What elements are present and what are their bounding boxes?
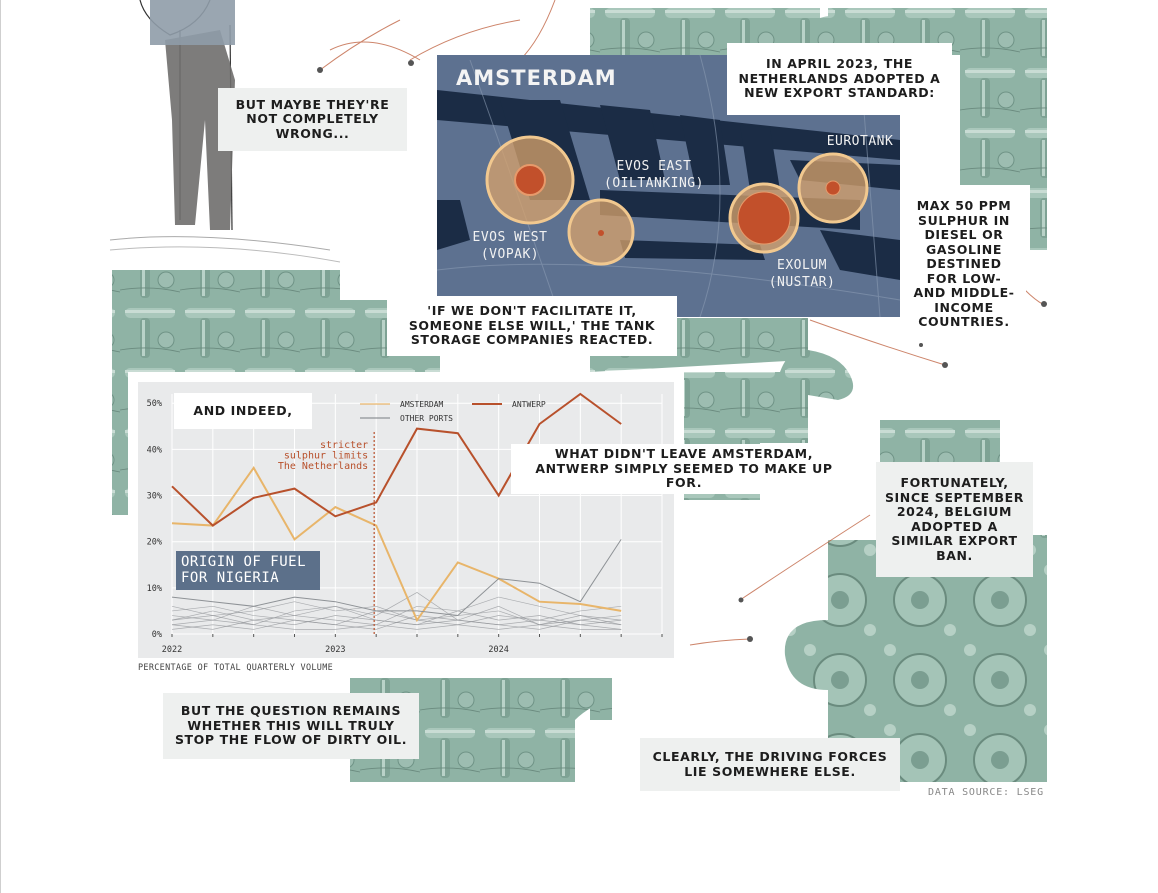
other-port-line	[171, 605, 622, 626]
map-label-eurotank: EUROTANK	[826, 134, 894, 149]
legend-label: OTHER PORTS	[400, 414, 453, 423]
chart-axis-caption: PERCENTAGE OF TOTAL QUARTERLY VOLUME	[138, 663, 334, 673]
series-line-amsterdam	[171, 465, 622, 623]
caption-facilitate: 'If we don't facilitate it, someone else…	[387, 296, 677, 356]
caption-max-sulphur: Max 50 ppm sulphur in diesel or gasoline…	[902, 187, 1026, 342]
legend-label: AMSTERDAM	[400, 400, 444, 409]
y-tick-label: 40%	[147, 445, 162, 455]
page-left-rule	[0, 0, 1, 893]
series-line-antwerp	[171, 392, 622, 527]
legend-label: ANTWERP	[512, 400, 546, 409]
caption-question: But the question remains whether this wi…	[163, 693, 419, 759]
caption-april: In April 2023, the Netherlands adopted a…	[727, 43, 952, 115]
map-title: AMSTERDAM	[456, 66, 617, 90]
map-label-exolum: EXOLUM (NUSTAR)	[768, 258, 836, 290]
other-port-line	[171, 596, 622, 626]
caption-indeed: And indeed,	[174, 393, 312, 429]
x-tick-label: 2022	[162, 645, 182, 655]
other-port-line	[171, 592, 622, 626]
chart-origin-box: ORIGIN OF FUEL FOR NIGERIA	[176, 551, 320, 590]
y-tick-label: 0%	[152, 630, 162, 640]
caption-clearly: Clearly, the driving forces lie somewher…	[640, 738, 900, 791]
caption-fortunately: Fortunately, since September 2024, Belgi…	[876, 462, 1033, 577]
annotation-text: The Netherlands	[278, 461, 368, 472]
annotation-text: sulphur limits	[284, 451, 368, 462]
other-port-line	[171, 619, 622, 630]
data-source-note: DATA SOURCE: LSEG	[928, 787, 1044, 798]
y-tick-label: 10%	[147, 584, 162, 594]
x-tick-label: 2024	[488, 645, 508, 655]
series-line-other-ports	[171, 539, 622, 617]
map-label-evos-east: EVOS EAST (OILTANKING)	[604, 159, 704, 191]
caption-antwerp: What didn't leave Amsterdam, Antwerp sim…	[511, 444, 857, 494]
y-tick-label: 50%	[147, 399, 162, 409]
y-tick-label: 30%	[147, 492, 162, 502]
annotation-text: stricter	[320, 440, 368, 451]
y-tick-label: 20%	[147, 538, 162, 548]
x-tick-label: 2023	[325, 645, 345, 655]
other-port-line	[171, 601, 622, 626]
caption-maybe: But maybe they're not completely wrong..…	[218, 88, 407, 151]
map-label-evos-west: EVOS WEST (VOPAK)	[472, 230, 548, 262]
